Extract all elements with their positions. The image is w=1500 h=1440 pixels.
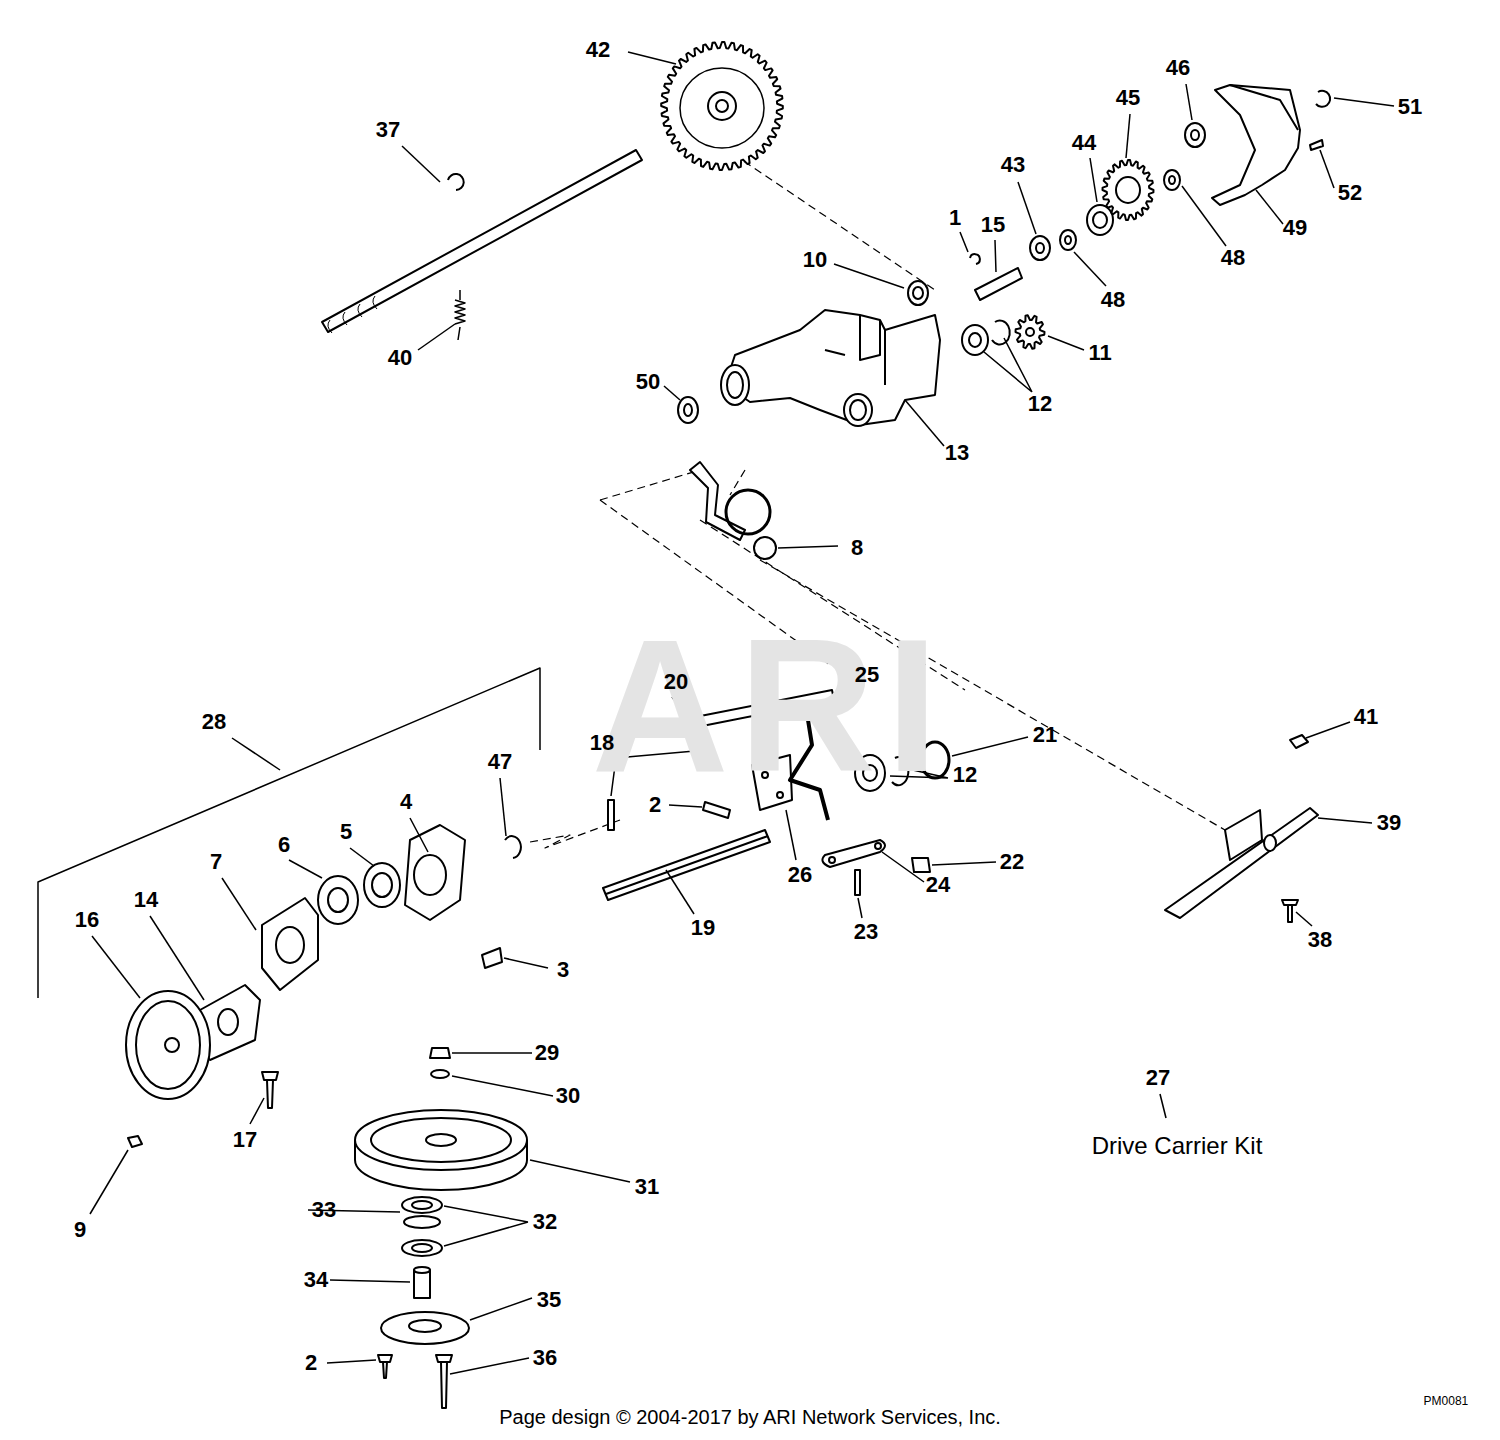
- clip: [448, 174, 464, 190]
- note-text: Page design © 2004-2017 by ARI Network S…: [499, 1406, 1001, 1428]
- callout-number: 38: [1308, 928, 1332, 952]
- callout-number: 20: [664, 670, 688, 694]
- plate: [405, 825, 465, 920]
- callout-number: 45: [1116, 86, 1140, 110]
- callout-number: 5: [340, 820, 352, 844]
- kit-bracket: [38, 668, 540, 998]
- spring: [455, 290, 465, 340]
- callout-number: 14: [134, 888, 158, 912]
- callout-number: 4: [400, 790, 412, 814]
- callout-number: 32: [533, 1210, 557, 1234]
- callout-number: 52: [1338, 181, 1362, 205]
- callout-number: 22: [1000, 850, 1024, 874]
- callout-number: 44: [1072, 131, 1096, 155]
- callout-number: 25: [855, 663, 879, 687]
- note-text: Drive Carrier Kit: [1092, 1133, 1263, 1159]
- callout-number: 36: [533, 1346, 557, 1370]
- callout-number: 17: [233, 1128, 257, 1152]
- callout-number: 2: [305, 1351, 317, 1375]
- callout-number: 42: [586, 38, 610, 62]
- callout-number: 35: [537, 1288, 561, 1312]
- callout-number: 28: [202, 710, 226, 734]
- callout-number: 21: [1033, 723, 1057, 747]
- callout-number: 30: [556, 1084, 580, 1108]
- callout-number: 48: [1221, 246, 1245, 270]
- callout-number: 8: [851, 536, 863, 560]
- leader-line: [90, 52, 1394, 1374]
- callout-number: 34: [304, 1268, 328, 1292]
- callout-number: 33: [312, 1198, 336, 1222]
- callout-number: 3: [557, 958, 569, 982]
- gear: [1103, 160, 1154, 220]
- callout-number: 7: [210, 850, 222, 874]
- callout-number: 23: [854, 920, 878, 944]
- callout-number: 18: [590, 731, 614, 755]
- callout-number: 49: [1283, 216, 1307, 240]
- callout-number: 31: [635, 1175, 659, 1199]
- callout-number: 47: [488, 750, 512, 774]
- callout-number: 27: [1146, 1066, 1170, 1090]
- callout-number: 43: [1001, 153, 1025, 177]
- callout-number: 15: [981, 213, 1005, 237]
- plate: [262, 898, 318, 990]
- callout-number: 11: [1088, 341, 1111, 365]
- callout-number: 19: [691, 916, 715, 940]
- note-text: PM0081: [1424, 1395, 1469, 1408]
- callout-number: 10: [803, 248, 827, 272]
- gear-cover: [1212, 85, 1300, 205]
- shift-bracket: [690, 462, 745, 540]
- callout-number: 51: [1398, 95, 1422, 119]
- callout-number: 48: [1101, 288, 1125, 312]
- callout-number: 29: [535, 1041, 559, 1065]
- callout-number: 39: [1377, 811, 1401, 835]
- callout-number: 9: [74, 1218, 86, 1242]
- callout-number: 24: [926, 873, 950, 897]
- watermark: ARI: [591, 601, 948, 810]
- callout-number: 1: [949, 206, 961, 230]
- callout-number: 37: [376, 118, 400, 142]
- callout-number: 2: [649, 793, 661, 817]
- callout-number: 6: [278, 833, 290, 857]
- callout-number: 16: [75, 908, 99, 932]
- gear: [1016, 315, 1045, 349]
- callout-number: 40: [388, 346, 412, 370]
- callout-number: 13: [945, 441, 969, 465]
- callout-number: 26: [788, 863, 812, 887]
- callout-number: 12: [953, 763, 977, 787]
- callout-number: 46: [1166, 56, 1190, 80]
- gear-housing: [725, 310, 940, 425]
- callout-number: 41: [1354, 705, 1378, 729]
- callout-number: 50: [636, 370, 660, 394]
- shaft: [603, 830, 770, 900]
- assembly-line: [530, 125, 1225, 848]
- gear: [661, 42, 783, 170]
- axle: [322, 150, 642, 332]
- callout-number: 12: [1028, 392, 1052, 416]
